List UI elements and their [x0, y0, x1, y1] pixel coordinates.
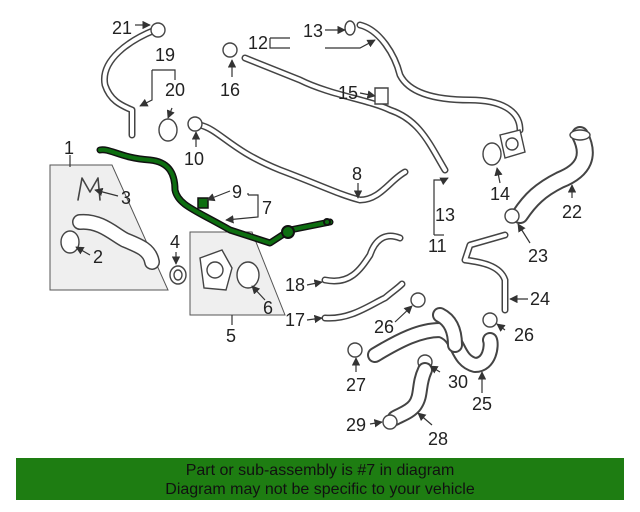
hose-part-19[interactable]	[101, 26, 159, 139]
callout-6: 6	[263, 298, 273, 318]
clip-part-3[interactable]	[77, 177, 101, 201]
clamp-part-29[interactable]	[382, 414, 398, 430]
callout-20: 20	[165, 80, 185, 100]
callout-26-right: 26	[514, 325, 534, 345]
hose-part-1[interactable]	[72, 213, 160, 270]
flange-part-14[interactable]	[499, 129, 526, 159]
callout-29: 29	[346, 415, 366, 435]
callout-19: 19	[155, 45, 175, 65]
callout-26-left: 26	[374, 317, 394, 337]
clamp-part-16[interactable]	[222, 42, 238, 58]
callout-12: 12	[248, 33, 268, 53]
callout-15: 15	[338, 83, 358, 103]
callout-labels: 1 2 3 4 5 6 7 8 9 10 11 12 13 13 13 14 1…	[64, 18, 582, 449]
pipe-part-24[interactable]	[461, 231, 509, 314]
parts-diagram: 1 2 3 4 5 6 7 8 9 10 11 12 13 13 13 14 1…	[49, 18, 594, 449]
o-ring-part-2[interactable]	[60, 230, 80, 254]
callout-10: 10	[184, 149, 204, 169]
callout-7: 7	[262, 198, 272, 218]
leader-lines	[69, 20, 577, 428]
clamp-part-21[interactable]	[150, 22, 166, 38]
callout-22: 22	[562, 202, 582, 222]
callout-21: 21	[112, 18, 132, 38]
callout-2: 2	[93, 247, 103, 267]
callout-27: 27	[346, 375, 366, 395]
clamp-part-4[interactable]	[169, 265, 187, 285]
callout-11: 11	[428, 236, 447, 256]
o-ring-part-14[interactable]	[482, 142, 502, 166]
callout-3: 3	[121, 188, 131, 208]
callout-17: 17	[285, 310, 305, 330]
callout-28: 28	[428, 429, 448, 449]
info-banner: Part or sub-assembly is #7 in diagram Di…	[16, 458, 624, 500]
callout-25: 25	[472, 394, 492, 414]
pipe-part-17[interactable]	[321, 280, 406, 322]
pipe-part-8[interactable]	[196, 121, 409, 204]
clip-part-9[interactable]	[197, 197, 209, 209]
o-ring-part-13-top[interactable]	[344, 20, 356, 36]
flange-part-5[interactable]	[199, 249, 233, 291]
banner-line-part-number: Part or sub-assembly is #7 in diagram	[185, 462, 455, 479]
sensor-part-15[interactable]	[374, 87, 389, 105]
pipe-part-18[interactable]	[321, 232, 404, 285]
o-ring-part-20[interactable]	[158, 118, 178, 142]
clamp-part-10[interactable]	[187, 116, 203, 132]
callout-24: 24	[530, 289, 550, 309]
clamp-part-27[interactable]	[347, 342, 363, 358]
clamp-part-23[interactable]	[504, 208, 520, 224]
callout-30: 30	[448, 372, 468, 392]
callout-16: 16	[220, 80, 240, 100]
callout-9: 9	[232, 182, 242, 202]
banner-line-disclaimer: Diagram may not be specific to your vehi…	[165, 481, 475, 498]
hose-part-25[interactable]	[367, 307, 499, 373]
callout-14: 14	[490, 184, 510, 204]
callout-1: 1	[64, 138, 74, 158]
callout-8: 8	[352, 164, 362, 184]
gasket-part-6[interactable]	[236, 261, 260, 289]
callout-18: 18	[285, 275, 305, 295]
pipe-part-12[interactable]	[241, 21, 524, 174]
clamp-part-26-left[interactable]	[410, 292, 426, 308]
callout-13-top: 13	[303, 21, 323, 41]
callout-23: 23	[528, 246, 548, 266]
callout-4: 4	[170, 232, 180, 252]
hose-part-28[interactable]	[387, 362, 433, 426]
coolant-pipe-part-7[interactable]	[96, 146, 334, 247]
clamp-part-26-right[interactable]	[482, 312, 498, 328]
callout-13-mid: 13	[435, 205, 455, 225]
hose-part-22[interactable]	[511, 126, 594, 224]
callout-5: 5	[226, 326, 236, 346]
